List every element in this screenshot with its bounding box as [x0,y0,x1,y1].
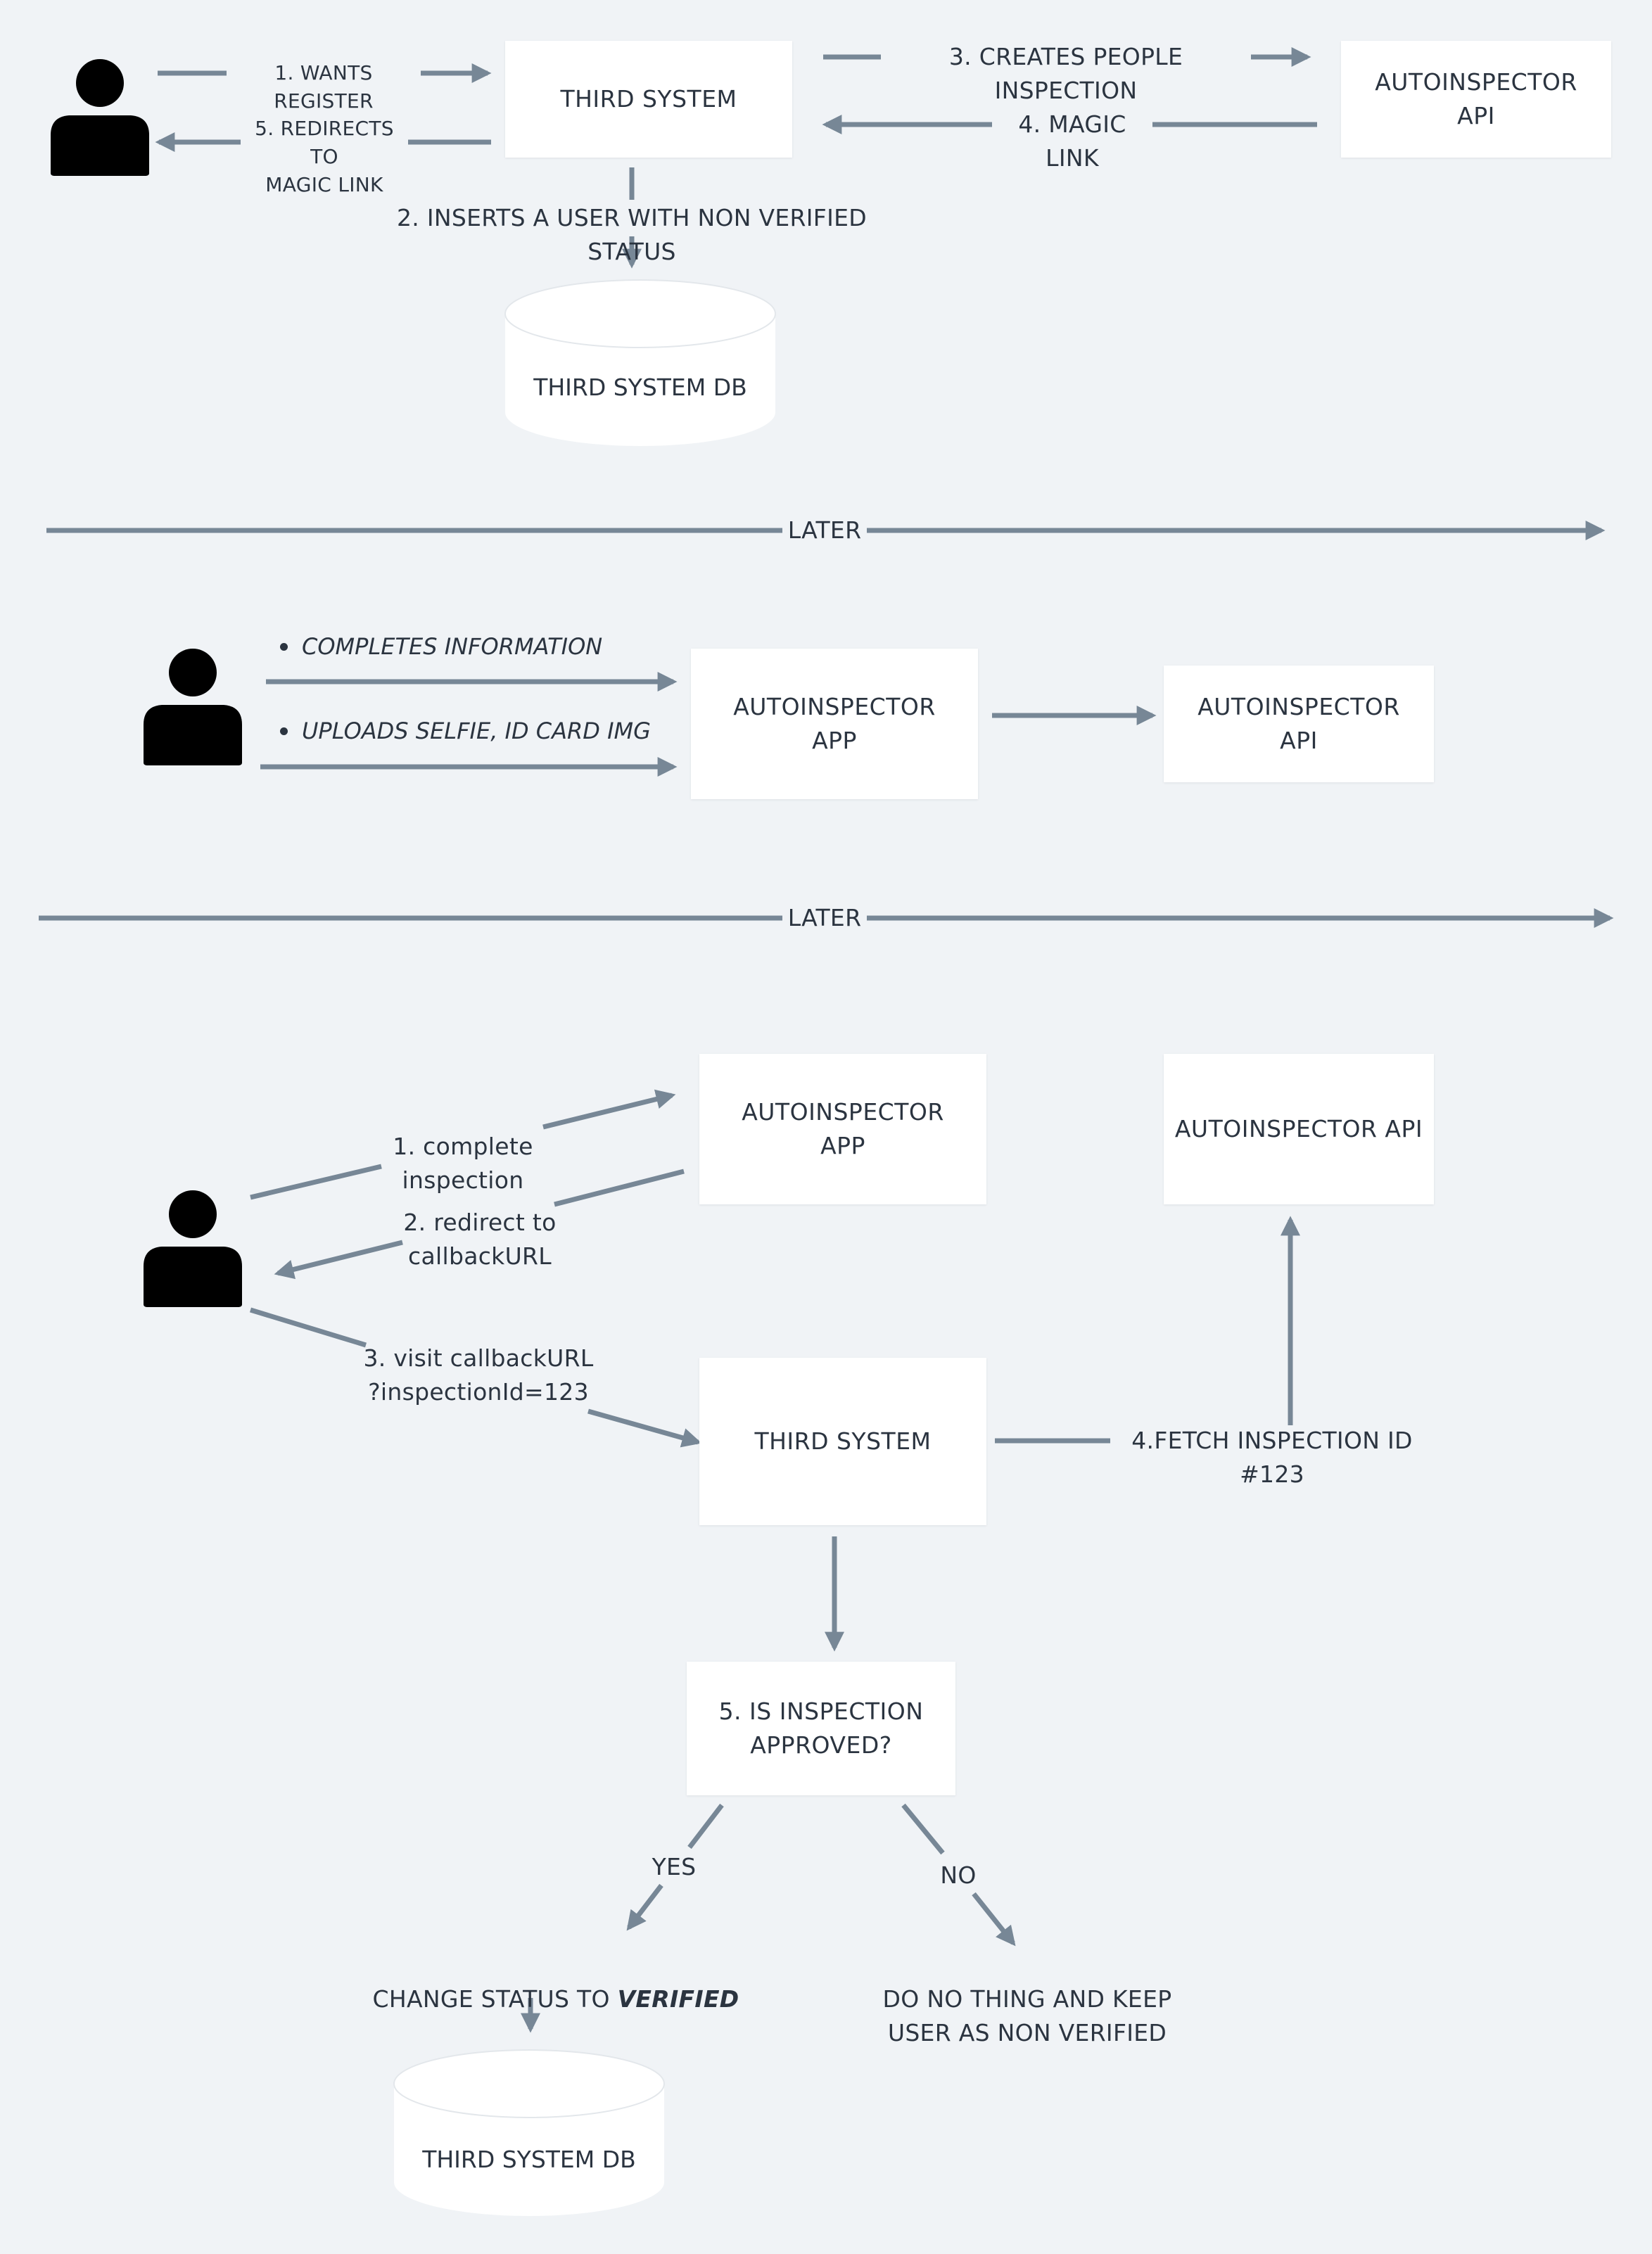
autoinspector-api-box: AUTOINSPECTOR API [1164,666,1434,782]
bullet-text: UPLOADS SELFIE, ID CARD IMG [302,718,651,744]
change-status-prefix: CHANGE STATUS TO [372,1985,618,2013]
third-system-db-label: THIRD SYSTEM DB [422,2146,636,2173]
arrow-yes-a [687,1803,724,1849]
arrow-redirect-callback-a [554,1169,685,1207]
bullet-uploads-selfie: UPLOADS SELFIE, ID CARD IMG [280,718,651,744]
autoinspector-api-box: AUTOINSPECTOR API [1341,41,1611,158]
step-inserts-user: 2. INSERTS A USER WITH NON VERIFIED STAT… [397,204,867,265]
arrow-complete-a [250,1164,382,1200]
third-system-box: THIRD SYSTEM [505,41,792,158]
autoinspector-app-box: AUTOINSPECTOR APP [691,649,978,799]
arrow-visit-b [587,1408,702,1448]
yes-label: YES [652,1853,697,1880]
arrow-redirect-callback-b [274,1240,403,1280]
arrow-no-b [972,1892,1016,1947]
user-icon [51,59,149,176]
database-icon [504,279,776,446]
step-magic-link: 4. MAGIC LINK [1018,110,1126,172]
step-redirect-callback: 2. redirect to callbackURL [403,1209,557,1270]
user-icon [144,1190,242,1307]
step-redirects-magic-link: 5. REDIRECTS TO MAGIC LINK [255,117,394,196]
bullet-completes-information: COMPLETES INFORMATION [280,633,602,660]
arrow-complete-b [542,1089,676,1130]
no-label: NO [940,1861,977,1889]
step-fetch-inspection: 4.FETCH INSPECTION ID #123 [1131,1427,1413,1488]
decision-box: 5. IS INSPECTION APPROVED? [687,1662,955,1795]
third-system-db-label: THIRD SYSTEM DB [533,374,747,401]
database-icon [393,2049,665,2216]
arrow-visit-a [249,1307,367,1348]
bullet-dot [280,642,288,651]
later-label: LATER [787,904,862,931]
autoinspector-app-box: AUTOINSPECTOR APP [699,1054,986,1204]
arrow-yes-b [626,1883,663,1931]
do-nothing-label: DO NO THING AND KEEP USER AS NON VERIFIE… [882,1985,1172,2046]
step-wants-register: 1. WANTS REGISTER [274,61,374,113]
autoinspector-api-box: AUTOINSPECTOR API [1164,1054,1434,1204]
change-status-label: CHANGE STATUS TO VERIFIED [366,1949,746,2016]
later-label: LATER [787,516,862,544]
verified-emphasis: VERIFIED [617,1985,739,2013]
step-creates-inspection: 3. CREATES PEOPLE INSPECTION [948,43,1183,104]
third-system-box: THIRD SYSTEM [699,1358,986,1525]
arrow-no-a [901,1803,945,1855]
step-visit-callback: 3. visit callbackURL ?inspectionId=123 [363,1344,594,1406]
user-icon [144,649,242,765]
step-complete-inspection: 1. complete inspection [393,1133,533,1194]
bullet-dot [280,727,288,735]
bullet-text: COMPLETES INFORMATION [302,633,603,660]
